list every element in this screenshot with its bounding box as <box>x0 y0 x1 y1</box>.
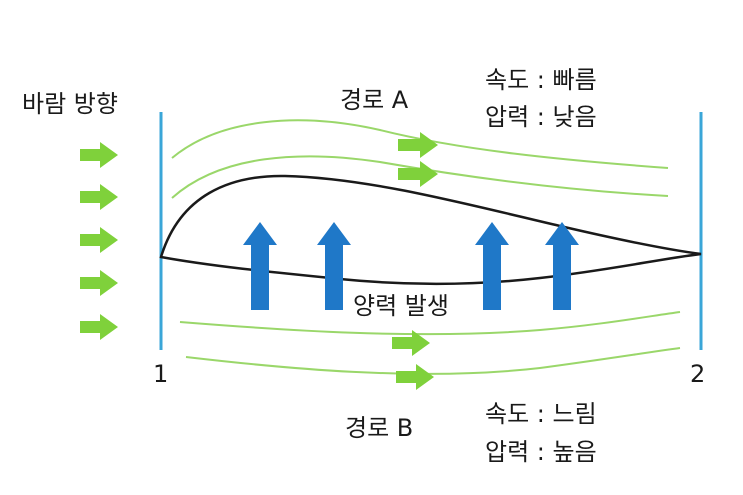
streamline-top-2 <box>171 155 669 199</box>
right-arrow-icon <box>80 227 118 253</box>
right-arrow-icon <box>80 142 118 168</box>
bottom-pressure-label: 압력 : 높음 <box>485 438 597 466</box>
wind-direction-label: 바람 방향 <box>22 90 118 118</box>
streamline-bottom-2 <box>185 347 681 375</box>
up-arrow-icon <box>545 222 579 310</box>
right-arrow-icon <box>398 161 438 187</box>
path-b-label: 경로 B <box>345 414 413 442</box>
right-arrow-icon <box>80 270 118 296</box>
up-arrow-icon <box>243 222 277 310</box>
upper-streamlines <box>171 119 669 199</box>
up-arrow-icon <box>317 222 351 310</box>
right-arrow-icon <box>392 330 430 356</box>
wind-arrows <box>80 142 118 340</box>
point-1-label: 1 <box>153 360 168 388</box>
lower-streamlines <box>179 311 681 375</box>
bottom-speed-label: 속도 : 느림 <box>485 400 597 428</box>
streamline-bottom-1 <box>179 311 681 336</box>
right-arrow-icon <box>80 184 118 210</box>
lift-label: 양력 발생 <box>353 292 449 320</box>
top-pressure-label: 압력 : 낮음 <box>485 103 597 131</box>
top-speed-label: 속도 : 빠름 <box>485 66 597 94</box>
right-arrow-icon <box>398 132 438 158</box>
path-a-label: 경로 A <box>340 86 409 114</box>
right-arrow-icon <box>80 314 118 340</box>
lift-arrows <box>243 222 579 310</box>
point-2-label: 2 <box>690 360 705 388</box>
right-arrow-icon <box>396 364 434 390</box>
up-arrow-icon <box>475 222 509 310</box>
streamline-top-1 <box>171 119 669 169</box>
